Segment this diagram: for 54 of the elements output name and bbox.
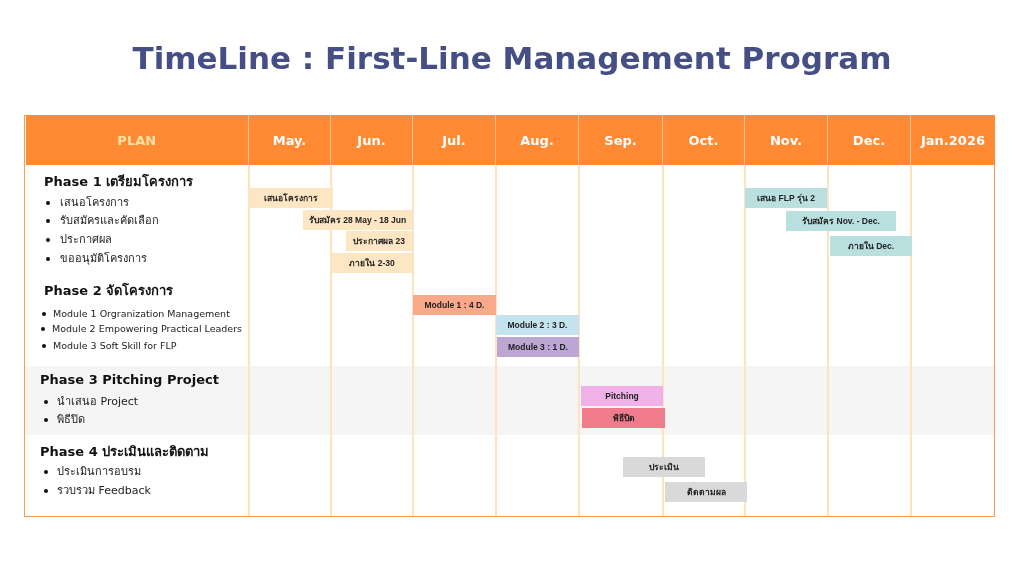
phase-heading: Phase 3 Pitching Project: [40, 372, 219, 388]
bar-label: พิธีปิด: [612, 412, 635, 424]
task-item: พิธีปิด: [57, 413, 85, 427]
month-header: Nov.: [745, 115, 828, 165]
timeline-bar: [830, 236, 912, 256]
timeline-bar: [582, 408, 665, 428]
bar-label: รับสมัคร 28 May - 18 Jun: [308, 214, 407, 226]
page-title: TimeLine : First-Line Management Program: [131, 39, 893, 78]
task-item: นำเสนอ Project: [57, 395, 139, 409]
timeline-bar: [249, 188, 333, 208]
month-header: May.: [249, 115, 331, 165]
month-header: Jan.2026: [911, 115, 995, 165]
task-item: เสนอโครงการ: [60, 196, 129, 210]
timeline-bar: [665, 482, 747, 502]
timeline-bar: [581, 386, 663, 406]
task-item: Module 2 Empowering Practical Leaders: [52, 322, 243, 336]
bar-label: Module 1 : 4 D.: [424, 299, 485, 311]
task-item: Module 1 Orgranization Management: [53, 307, 230, 321]
timeline-bar: [332, 253, 412, 273]
task-item: ประกาศผล: [60, 233, 112, 247]
bar-label: เสนอโครงการ: [264, 192, 318, 204]
timeline-bar: [496, 315, 579, 335]
task-item: ขออนุมัติโครงการ: [60, 252, 147, 266]
bar-label: Module 2 : 3 D.: [507, 319, 568, 331]
bar-label: ภายใน 2-30: [349, 257, 395, 269]
phase-heading: Phase 4 ประเมินและติดตาม: [40, 444, 210, 460]
month-header: Jun.: [331, 115, 413, 165]
timeline-bar: [745, 188, 827, 208]
timeline-bar: [786, 211, 896, 231]
month-header: Oct.: [663, 115, 745, 165]
month-header: Dec.: [828, 115, 911, 165]
phase-heading: Phase 2 จัดโครงการ: [44, 283, 174, 299]
bar-label: ประเมิน: [649, 461, 679, 473]
month-header: Sep.: [579, 115, 663, 165]
bar-label: ภายใน Dec.: [847, 240, 895, 252]
bar-label: เสนอ FLP รุ่น 2: [757, 192, 815, 204]
timeline-bar: [497, 337, 579, 357]
task-item: ประเมินการอบรม: [57, 465, 141, 479]
bar-label: รับสมัคร Nov. - Dec.: [802, 215, 880, 227]
month-header: Aug.: [496, 115, 579, 165]
task-item: รับสมัครและคัดเลือก: [60, 214, 159, 228]
bar-label: Module 3 : 1 D.: [508, 341, 568, 353]
timeline-bar: [303, 210, 412, 230]
timeline-bar: [413, 295, 496, 315]
month-header: Jul.: [413, 115, 496, 165]
timeline-bar: [623, 457, 705, 477]
bar-label: ประกาศผล 23: [353, 235, 405, 247]
task-item: Module 3 Soft Skill for FLP: [53, 339, 177, 353]
plan-header: PLAN: [25, 115, 249, 165]
bar-label: ติดตามผล: [686, 486, 726, 498]
timeline-bar: [346, 231, 412, 251]
phase-heading: Phase 1 เตรียมโครงการ: [44, 174, 194, 190]
bar-label: Pitching: [605, 390, 639, 402]
task-item: รวบรวม Feedback: [57, 484, 151, 498]
